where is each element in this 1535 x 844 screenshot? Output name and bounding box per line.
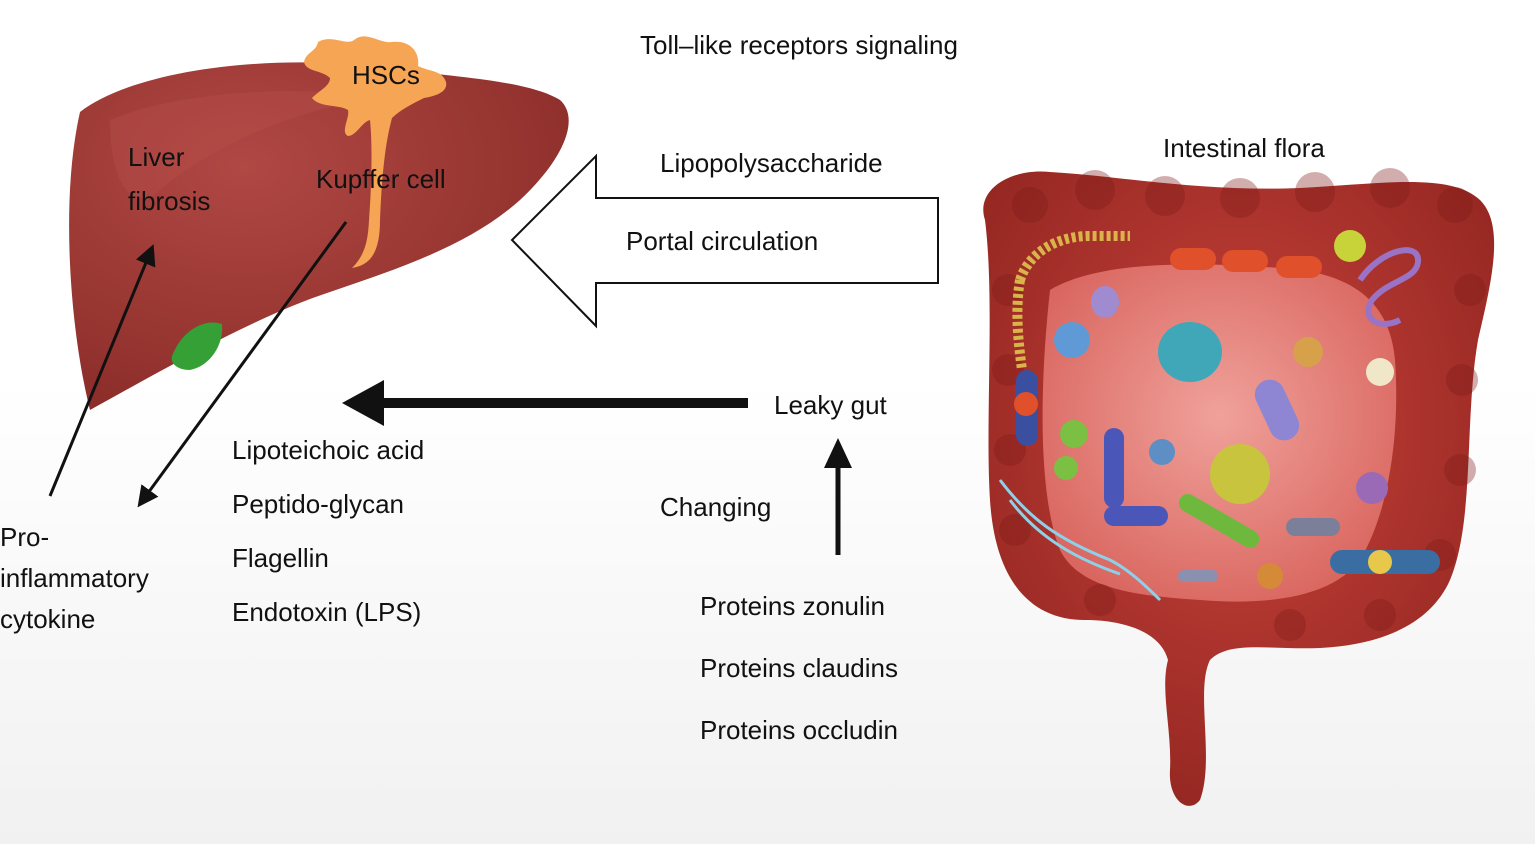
liver-fibrosis-line1: Liver bbox=[128, 142, 185, 172]
bacterial-product-item: Lipoteichoic acid bbox=[232, 435, 425, 465]
intestinal-flora-label: Intestinal flora bbox=[1163, 133, 1325, 163]
cytokine-line2: inflammatory bbox=[0, 563, 149, 593]
leaky-gut-label: Leaky gut bbox=[774, 390, 887, 420]
lipopolysaccharide-label: Lipopolysaccharide bbox=[660, 148, 883, 178]
kupffer-to-cytokine-arrow bbox=[137, 221, 348, 508]
liver-shading bbox=[110, 91, 380, 199]
diagram-title: Toll–like receptors signaling bbox=[640, 30, 958, 60]
portal-circulation-arrow bbox=[510, 153, 939, 329]
kupffer-cell-label: Kupffer cell bbox=[316, 164, 446, 194]
protein-item: Proteins occludin bbox=[700, 715, 898, 745]
tight-junction-proteins-list: Proteins zonulin Proteins claudins Prote… bbox=[700, 591, 898, 745]
bacterial-products-list: Lipoteichoic acid Peptido-glycan Flagell… bbox=[232, 435, 424, 627]
bacteria-cluster bbox=[998, 230, 1440, 602]
hscs-label: HSCs bbox=[352, 60, 420, 90]
liver-illustration bbox=[69, 36, 569, 410]
portal-circulation-label: Portal circulation bbox=[626, 226, 819, 256]
leaky-gut-arrow bbox=[342, 380, 748, 426]
hsc-cell-shape bbox=[304, 36, 447, 268]
gallbladder-shape bbox=[171, 322, 223, 370]
protein-item: Proteins zonulin bbox=[700, 591, 885, 621]
liver-shape bbox=[69, 62, 569, 410]
changing-label: Changing bbox=[660, 492, 772, 522]
cytokine-to-fibrosis-arrow bbox=[48, 244, 156, 497]
cytokine-line1: Pro- bbox=[0, 522, 50, 552]
cytokine-line3: cytokine bbox=[0, 604, 96, 634]
colon-haustra bbox=[992, 168, 1486, 641]
intestine-illustration bbox=[983, 168, 1495, 806]
bacterial-product-item: Endotoxin (LPS) bbox=[232, 597, 422, 627]
changing-up-arrow bbox=[824, 438, 852, 555]
liver-fibrosis-line2: fibrosis bbox=[128, 186, 211, 216]
protein-item: Proteins claudins bbox=[700, 653, 898, 683]
bacterial-product-item: Flagellin bbox=[232, 543, 329, 573]
bacterial-product-item: Peptido-glycan bbox=[232, 489, 404, 519]
